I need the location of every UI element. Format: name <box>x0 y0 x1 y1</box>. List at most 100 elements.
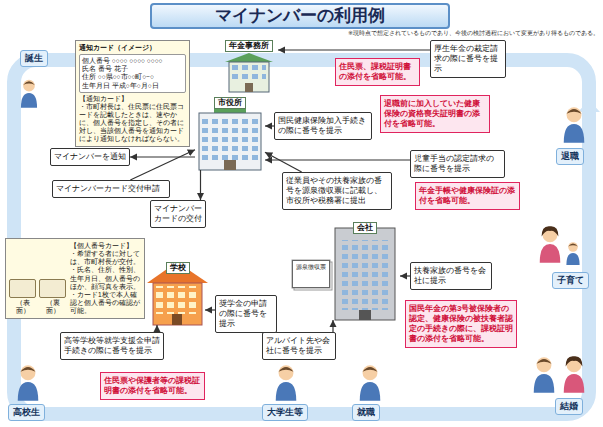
card-caption: （裏面） <box>39 299 66 315</box>
note-text: 退職前に加入していた健康保険の資格喪失証明書の添付を省略可能。 <box>384 99 486 129</box>
building-label: 市役所 <box>214 97 246 109</box>
school-building <box>147 262 208 325</box>
life-stage-label: 子育て <box>552 272 589 289</box>
arrow-connector <box>265 152 302 172</box>
footnote: ※現時点で想定されているものであり、今後の検討過程において変更があり得るものであ… <box>348 30 600 37</box>
building-label: 学校 <box>166 262 190 274</box>
callout-text: 従業員やその扶養家族の番号を源泉徴収票に記載し、市役所や税務署に提出 <box>286 176 388 206</box>
callout-box: 奨学金の申請の際に番号を提示 <box>215 295 277 333</box>
callout-text: 厚生年金の裁定請求の際に番号を提示 <box>434 44 502 74</box>
building: 会社 <box>330 222 400 320</box>
callout-text: 児童手当の認定請求の際に番号を提示 <box>414 154 501 174</box>
slip-stack <box>292 260 332 290</box>
benefit-note: 住民票や保護者等の課税証明書の添付を省略可能。 <box>100 372 205 400</box>
pension-office-building <box>225 53 273 92</box>
callout-box: 厚生年金の裁定請求の際に番号を提示 <box>430 40 506 78</box>
building-label: 年金事務所 <box>225 40 273 52</box>
arrow-connector <box>265 159 410 160</box>
notice-card-panel: 通知カード（イメージ） 個人番号 ○○○○ ○○○○ ○○○○氏名 番号 花子住所… <box>75 40 190 147</box>
note-text: 住民票や保護者等の課税証明書の添付を省略可能。 <box>104 376 201 396</box>
card-side: （裏面） <box>39 279 66 315</box>
callout-text: マイナンバーカード交付申請 <box>56 184 166 194</box>
life-stage-label: 就職 <box>352 404 380 421</box>
student-figure <box>276 365 297 400</box>
building-label: 会社 <box>353 222 377 234</box>
new-employee-figure <box>360 365 381 400</box>
callout-text: アルバイト先や会社に番号を提示 <box>266 336 332 356</box>
callout-box: 児童手当の認定請求の際に番号を提示 <box>410 150 505 178</box>
callout-text: 源泉徴収票 <box>294 264 328 272</box>
building: 年金事務所 <box>220 40 278 92</box>
callout-text: 国民健康保険加入手続きの際に番号を提示 <box>278 116 368 136</box>
benefit-note: 国民年金の第3号被保険者の認定、健康保険の被扶養者認定の手続きの際に、課税証明書… <box>405 300 517 348</box>
card-side: （表面） <box>9 279 36 315</box>
company-building <box>335 228 395 320</box>
arrow-connector <box>130 156 195 157</box>
title-banner: マイナンバーの利用例 <box>150 3 450 29</box>
arrow-connector <box>332 320 333 332</box>
card-field: 個人番号 ○○○○ ○○○○ ○○○○ <box>82 57 183 65</box>
callout-text: マイナンバーを通知 <box>54 152 126 162</box>
callout-box: 国民健康保険加入手続きの際に番号を提示 <box>274 112 372 140</box>
highschooler-figure <box>18 365 39 400</box>
arrow-connector <box>400 275 410 276</box>
callout-text: 扶養家族の番号を会社に提示 <box>414 266 488 286</box>
panel-text: ・希望する者に対しては、市町村長が交付。 <box>70 250 141 266</box>
retiree-figure <box>564 107 585 142</box>
callout-box: 扶養家族の番号を会社に提示 <box>410 262 492 290</box>
benefit-note: 退職前に加入していた健康保険の資格喪失証明書の添付を省略可能。 <box>380 95 490 133</box>
note-text: 住民票、課税証明書の添付を省略可能。 <box>339 62 416 82</box>
panel-text: 【通知カード】 <box>79 95 186 103</box>
withholding-slip: 源泉徴収票 <box>292 260 330 288</box>
building: 学校 <box>150 262 205 325</box>
arrow-connector <box>265 125 274 126</box>
benefit-note: 年金手帳や健康保険証の添付を省略可能。 <box>415 182 520 210</box>
callout-text: マイナンバーカードの交付 <box>154 204 202 224</box>
panel-heading: 通知カード（イメージ） <box>79 44 186 52</box>
card-caption: （表面） <box>9 299 36 315</box>
card-picture <box>9 279 36 298</box>
callout-box: マイナンバーを通知 <box>50 148 130 166</box>
baby-figure <box>21 80 37 108</box>
life-stage-label: 誕生 <box>20 50 48 67</box>
benefit-note: 住民票、課税証明書の添付を省略可能。 <box>335 58 420 86</box>
panel-text: ・カード1枚で本人確認と個人番号の確認が可能。 <box>70 291 141 315</box>
panel-text: 【個人番号カード】 <box>70 242 141 250</box>
parent-figure <box>540 226 561 262</box>
life-stage-label: 退職 <box>556 148 584 165</box>
notice-card-image: 個人番号 ○○○○ ○○○○ ○○○○氏名 番号 花子住所 ○○県○○市○○町○… <box>79 54 186 93</box>
life-cycle-band <box>14 60 589 414</box>
city-hall-building <box>199 104 261 170</box>
life-stage-label: 結婚 <box>555 398 583 415</box>
card-images: （表面）（裏面） <box>9 242 67 315</box>
bride-figure <box>564 356 585 392</box>
panel-text: ・市町村長は、住民票に住民票コードを記載したときは、速やかに、個人番号を指定し、… <box>79 103 186 144</box>
life-cycle-arrowhead <box>578 100 600 112</box>
callout-box: マイナンバーカード交付申請 <box>52 180 170 198</box>
arrow-connector <box>130 150 195 180</box>
groom-figure <box>534 357 555 392</box>
note-text: 国民年金の第3号被保険者の認定、健康保険の被扶養者認定の手続きの際に、課税証明書… <box>409 304 513 344</box>
callout-box: アルバイト先や会社に番号を提示 <box>262 332 336 360</box>
arrow-connector <box>156 325 157 332</box>
id-card-panel: （表面）（裏面）【個人番号カード】・希望する者に対しては、市町村長が交付。・氏名… <box>5 238 145 319</box>
callout-box: 高等学校等就学支援金申請手続きの際に番号を提示 <box>60 332 164 360</box>
card-field: 住所 ○○県○○市○○町○−○ <box>82 73 183 81</box>
card-picture <box>39 279 66 298</box>
card-field: 生年月日 平成○年○月○日 <box>82 82 183 90</box>
arrow-connector <box>200 170 201 200</box>
callout-text: 高等学校等就学支援金申請手続きの際に番号を提示 <box>64 336 160 356</box>
arrow-connector <box>205 309 215 310</box>
callout-box: 従業員やその扶養家族の番号を源泉徴収票に記載し、市役所や税務署に提出 <box>282 172 392 210</box>
callout-text: 奨学金の申請の際に番号を提示 <box>219 299 273 329</box>
panel-text: ・氏名、住所、性別、生年月日、個人番号のほか、顔写真を表示。 <box>70 266 141 290</box>
arrow-connector <box>278 49 430 50</box>
card-description: 【個人番号カード】・希望する者に対しては、市町村長が交付。・氏名、住所、性別、生… <box>67 242 141 315</box>
card-field: 氏名 番号 花子 <box>82 65 183 73</box>
note-text: 年金手帳や健康保険証の添付を省略可能。 <box>419 186 516 206</box>
callout-box: マイナンバーカードの交付 <box>150 200 206 228</box>
life-stage-label: 高校生 <box>8 404 45 421</box>
building: 市役所 <box>195 97 265 170</box>
